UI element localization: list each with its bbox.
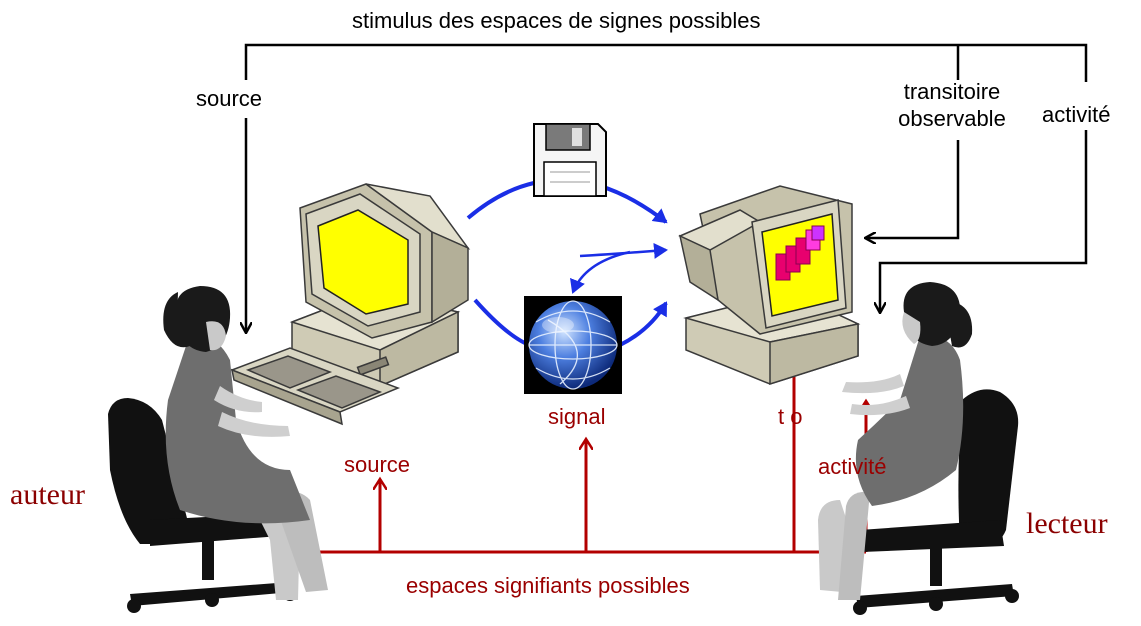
stimulus-frame	[246, 43, 1088, 332]
transitoire-line1: transitoire	[903, 79, 1001, 104]
globe-icon	[524, 296, 622, 394]
source-top-label: source	[196, 86, 263, 111]
computer-reader-icon	[678, 185, 861, 386]
person-reader-icon	[818, 282, 1019, 615]
top-title: stimulus des espaces de signes possibles	[352, 8, 761, 33]
bottom-label: espaces signifiants possibles	[406, 573, 690, 598]
source-bottom-label: source	[344, 452, 411, 477]
auteur-label: auteur	[10, 478, 85, 511]
to-label: t o	[778, 404, 803, 429]
activite-bottom-label: activité	[818, 454, 887, 479]
computer-author-icon	[229, 183, 471, 426]
person-author-icon	[108, 286, 328, 613]
signal-label: signal	[548, 404, 606, 429]
transitoire-line2: observable	[898, 106, 1006, 131]
lecteur-label: lecteur	[1026, 507, 1108, 540]
transitoire-label: transitoire observable	[868, 78, 1036, 132]
activite-top-label: activité	[1042, 102, 1111, 127]
floppy-disk-icon	[533, 123, 607, 197]
